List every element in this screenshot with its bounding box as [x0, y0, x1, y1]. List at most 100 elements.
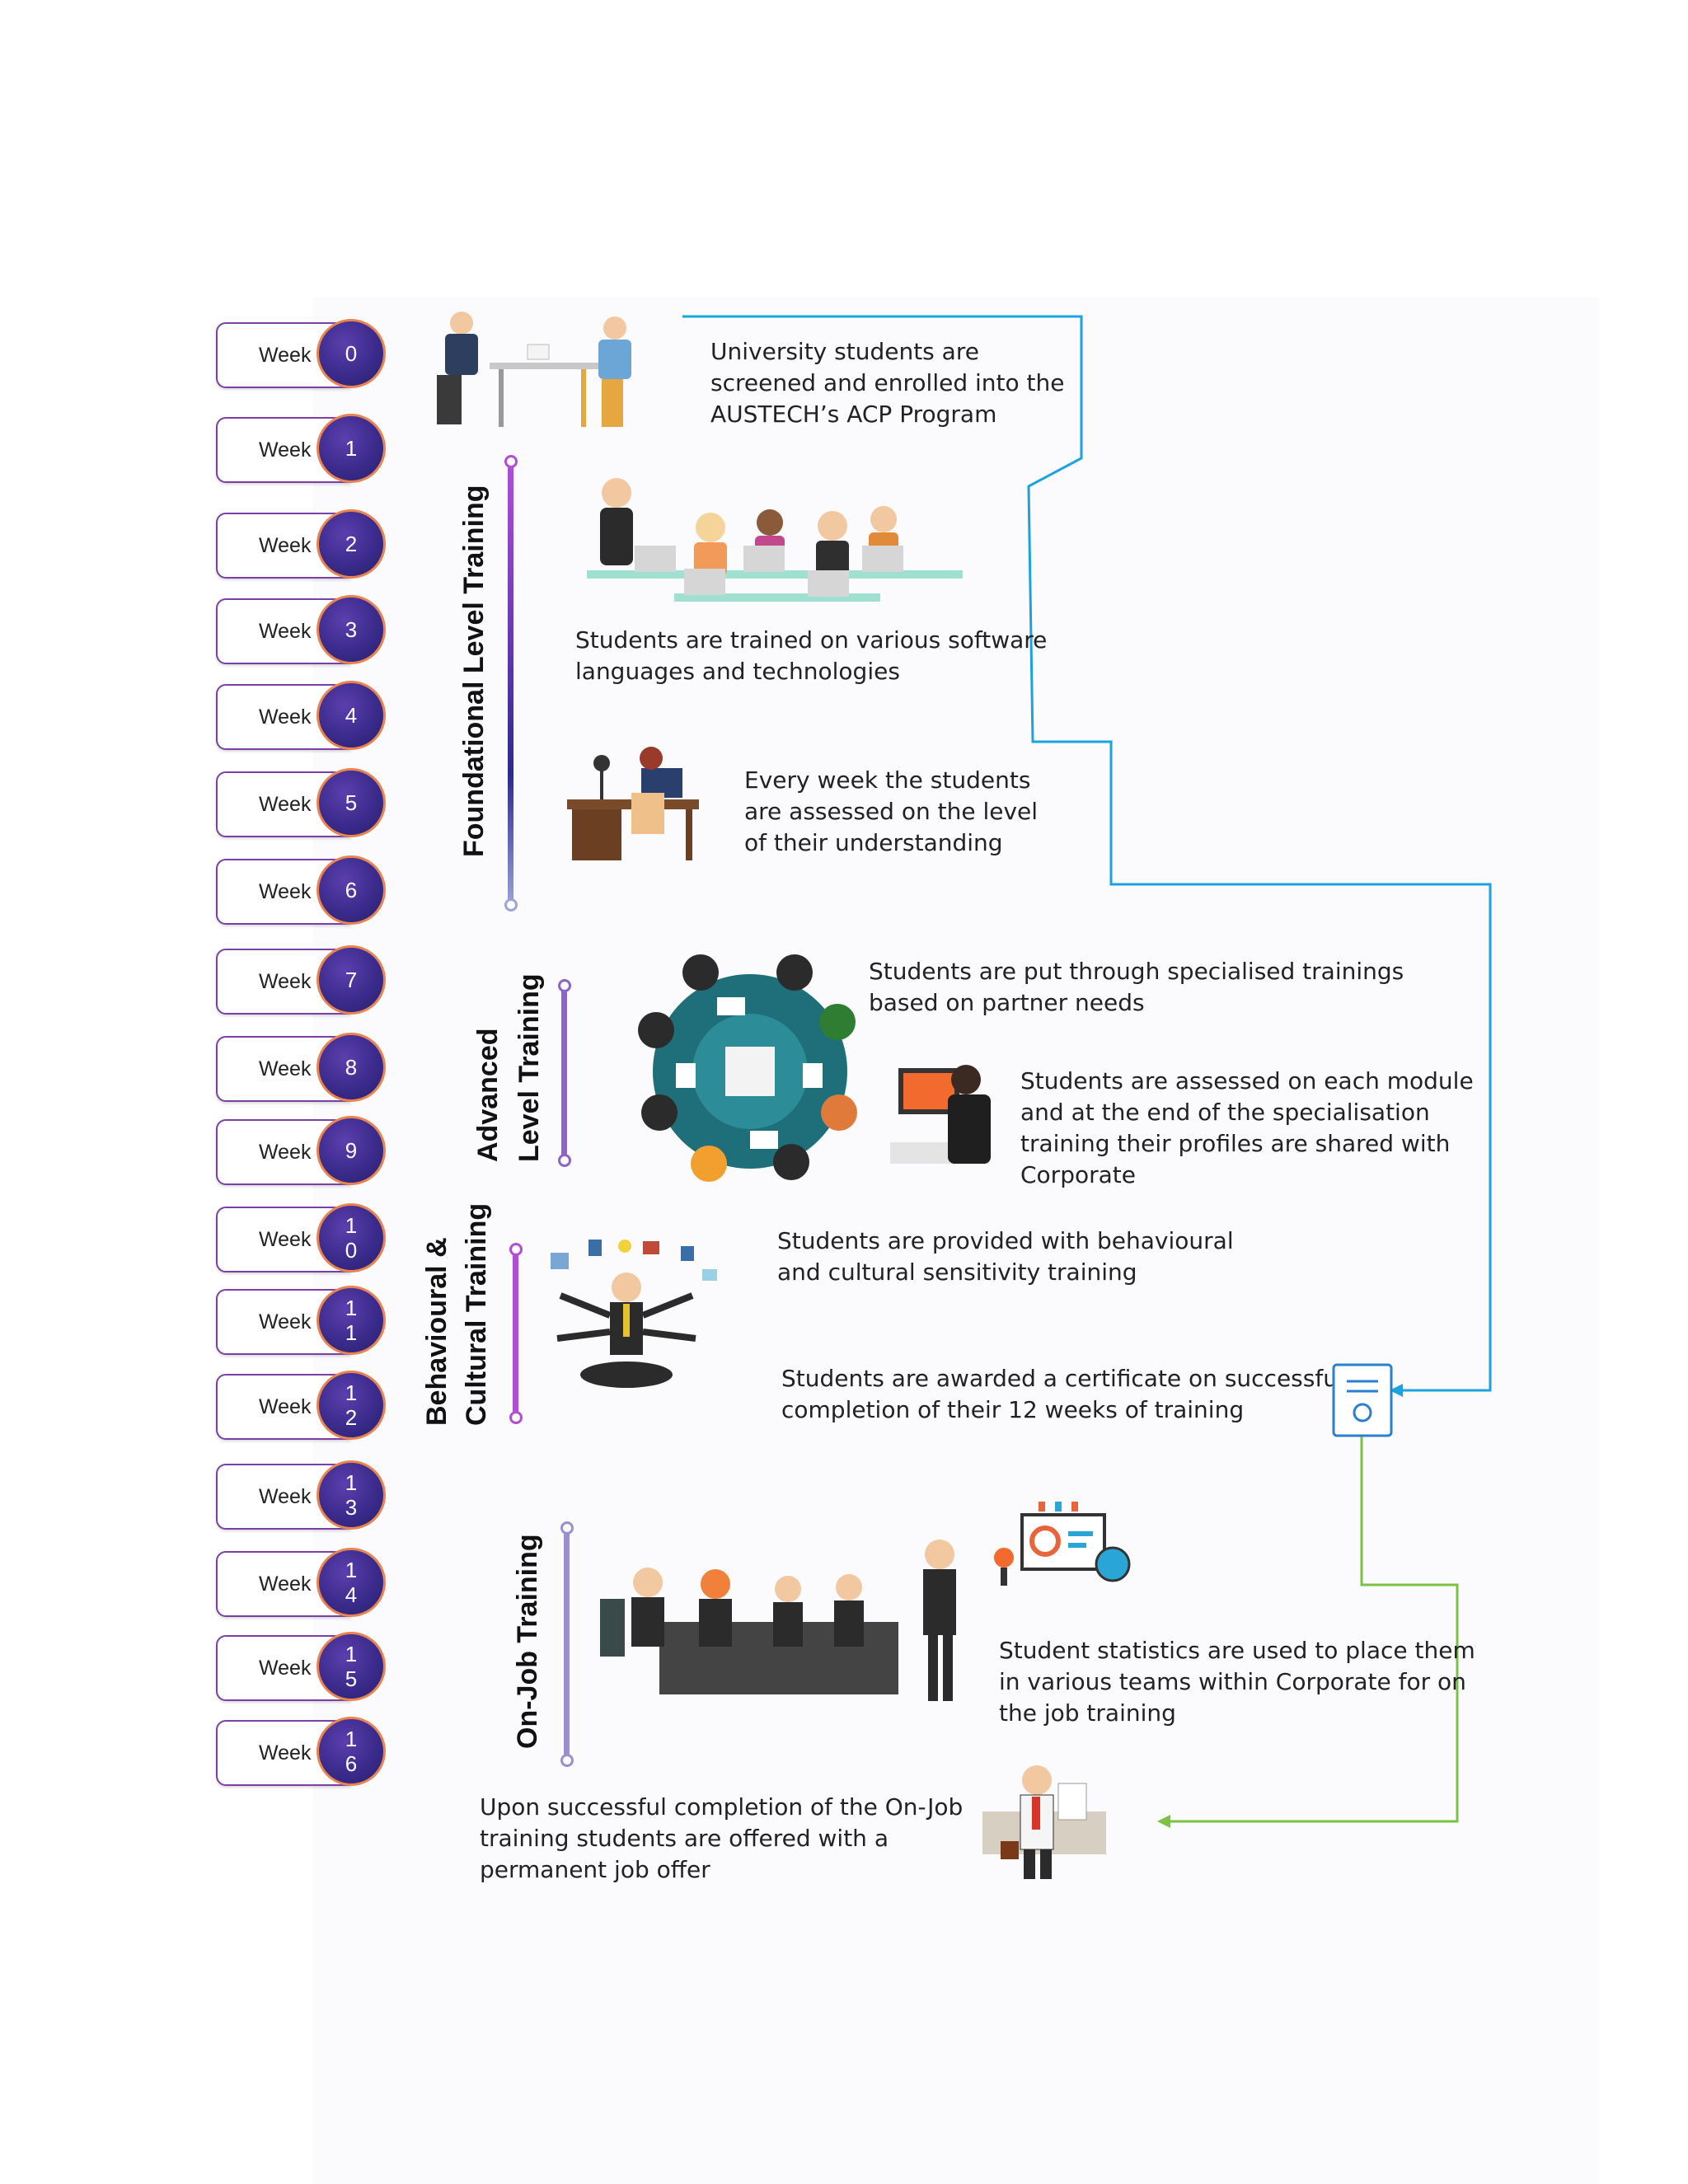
desc-certificate: Students are awarded a certificate on su…: [781, 1363, 1344, 1426]
onjob-bar-top-dot: [560, 1521, 574, 1535]
assessment-monitor-illustration: [890, 1065, 991, 1164]
onjob-bar-bottom-dot: [560, 1754, 574, 1767]
week-label: Week: [259, 1572, 312, 1596]
week-label: Week: [259, 1057, 312, 1080]
desc-enrol: University students are screened and enr…: [710, 336, 1065, 430]
week-number-badge: 1 4: [316, 1548, 386, 1617]
interview-illustration: [437, 312, 631, 427]
desc-certificate-line: Students are awarded a certificate on su…: [781, 1365, 1344, 1392]
week-label: Week: [259, 880, 312, 903]
desc-job-offer: Upon successful completion of the On-Job…: [480, 1792, 963, 1886]
advanced-bar-bottom-dot: [558, 1154, 571, 1167]
certificate-icon: [1332, 1363, 1393, 1437]
desc-module-assessment: Students are assessed on each module and…: [1020, 1066, 1474, 1191]
desc-enrol-line: screened and enrolled into the: [710, 369, 1065, 396]
week-number-badge: 8: [316, 1033, 386, 1102]
desc-behavioural: Students are provided with behavioural a…: [777, 1226, 1234, 1288]
desk-study-illustration: [567, 747, 699, 860]
week-number-badge: 1 6: [316, 1717, 386, 1786]
desc-enrol-line: AUSTECH’s ACP Program: [710, 401, 997, 428]
foundational-bar-top-dot: [504, 455, 518, 468]
week-number-badge: 3: [316, 595, 386, 664]
desc-specialised: Students are put through specialised tra…: [869, 956, 1404, 1019]
week-number-badge: 1: [316, 414, 386, 483]
desc-job-offer-line: training students are offered with a: [480, 1825, 889, 1852]
blue-arrowhead: [1390, 1384, 1403, 1397]
classroom-illustration: [587, 478, 963, 602]
week-number-badge: 1 0: [316, 1203, 386, 1272]
week-number-badge: 9: [316, 1116, 386, 1185]
desc-job-offer-line: permanent job offer: [480, 1856, 710, 1883]
week-label: Week: [259, 705, 312, 729]
green-connector: [1170, 1434, 1459, 1823]
week-label: Week: [259, 534, 312, 557]
week-label: Week: [259, 1741, 312, 1765]
desc-enrol-line: University students are: [710, 338, 979, 365]
desc-trained-line: languages and technologies: [575, 658, 900, 685]
week-number-badge: 1 2: [316, 1371, 386, 1440]
desc-module-line: Corporate: [1020, 1161, 1136, 1188]
week-number-badge: 4: [316, 681, 386, 750]
multitasking-person-illustration: [551, 1240, 717, 1388]
week-number-badge: 1 1: [316, 1286, 386, 1355]
desc-weekly-assessment: Every week the students are assessed on …: [744, 765, 1038, 859]
desc-statistics-line: the job training: [999, 1699, 1176, 1727]
week-label: Week: [259, 1395, 312, 1418]
desc-weekly-line: of their understanding: [744, 829, 1003, 856]
desc-statistics-line: Student statistics are used to place the…: [999, 1637, 1475, 1664]
job-offer-illustration: [982, 1765, 1106, 1879]
round-table-illustration: [638, 954, 857, 1182]
desc-trained-line: Students are trained on various software: [575, 626, 1048, 654]
blue-connector: [682, 315, 1492, 1392]
week-label: Week: [259, 1657, 312, 1680]
week-label: Week: [259, 1310, 312, 1333]
desc-statistics-line: in various teams within Corporate for on: [999, 1668, 1466, 1695]
statistics-dashboard-illustration: [994, 1502, 1131, 1586]
desc-behavioural-line: Students are provided with behavioural: [777, 1227, 1234, 1254]
advanced-bar-top-dot: [558, 979, 571, 992]
desc-trained: Students are trained on various software…: [575, 625, 1047, 687]
week-label: Week: [259, 344, 312, 367]
desc-certificate-line: completion of their 12 weeks of training: [781, 1396, 1245, 1423]
behavioural-bar: [513, 1253, 518, 1418]
week-label: Week: [259, 970, 312, 993]
week-label: Week: [259, 620, 312, 643]
week-label: Week: [259, 1228, 312, 1251]
week-number-badge: 2: [316, 509, 386, 579]
foundational-bar-bottom-dot: [504, 898, 518, 912]
meeting-room-illustration: [600, 1540, 956, 1701]
week-number-badge: 5: [316, 768, 386, 837]
desc-behavioural-line: and cultural sensitivity training: [777, 1258, 1137, 1286]
desc-statistics: Student statistics are used to place the…: [999, 1635, 1475, 1729]
week-number-badge: 0: [316, 319, 386, 388]
desc-job-offer-line: Upon successful completion of the On-Job: [480, 1793, 964, 1821]
week-number-badge: 1 3: [316, 1460, 386, 1530]
foundational-bar: [508, 465, 513, 907]
onjob-bar: [564, 1531, 570, 1762]
behavioural-bar-bottom-dot: [509, 1411, 523, 1424]
week-label: Week: [259, 438, 312, 462]
week-label: Week: [259, 793, 312, 816]
week-number-badge: 6: [316, 855, 386, 925]
behavioural-bar-top-dot: [509, 1243, 523, 1256]
desc-module-line: Students are assessed on each module: [1020, 1067, 1474, 1094]
week-label: Week: [259, 1485, 312, 1508]
desc-weekly-line: are assessed on the level: [744, 798, 1039, 825]
